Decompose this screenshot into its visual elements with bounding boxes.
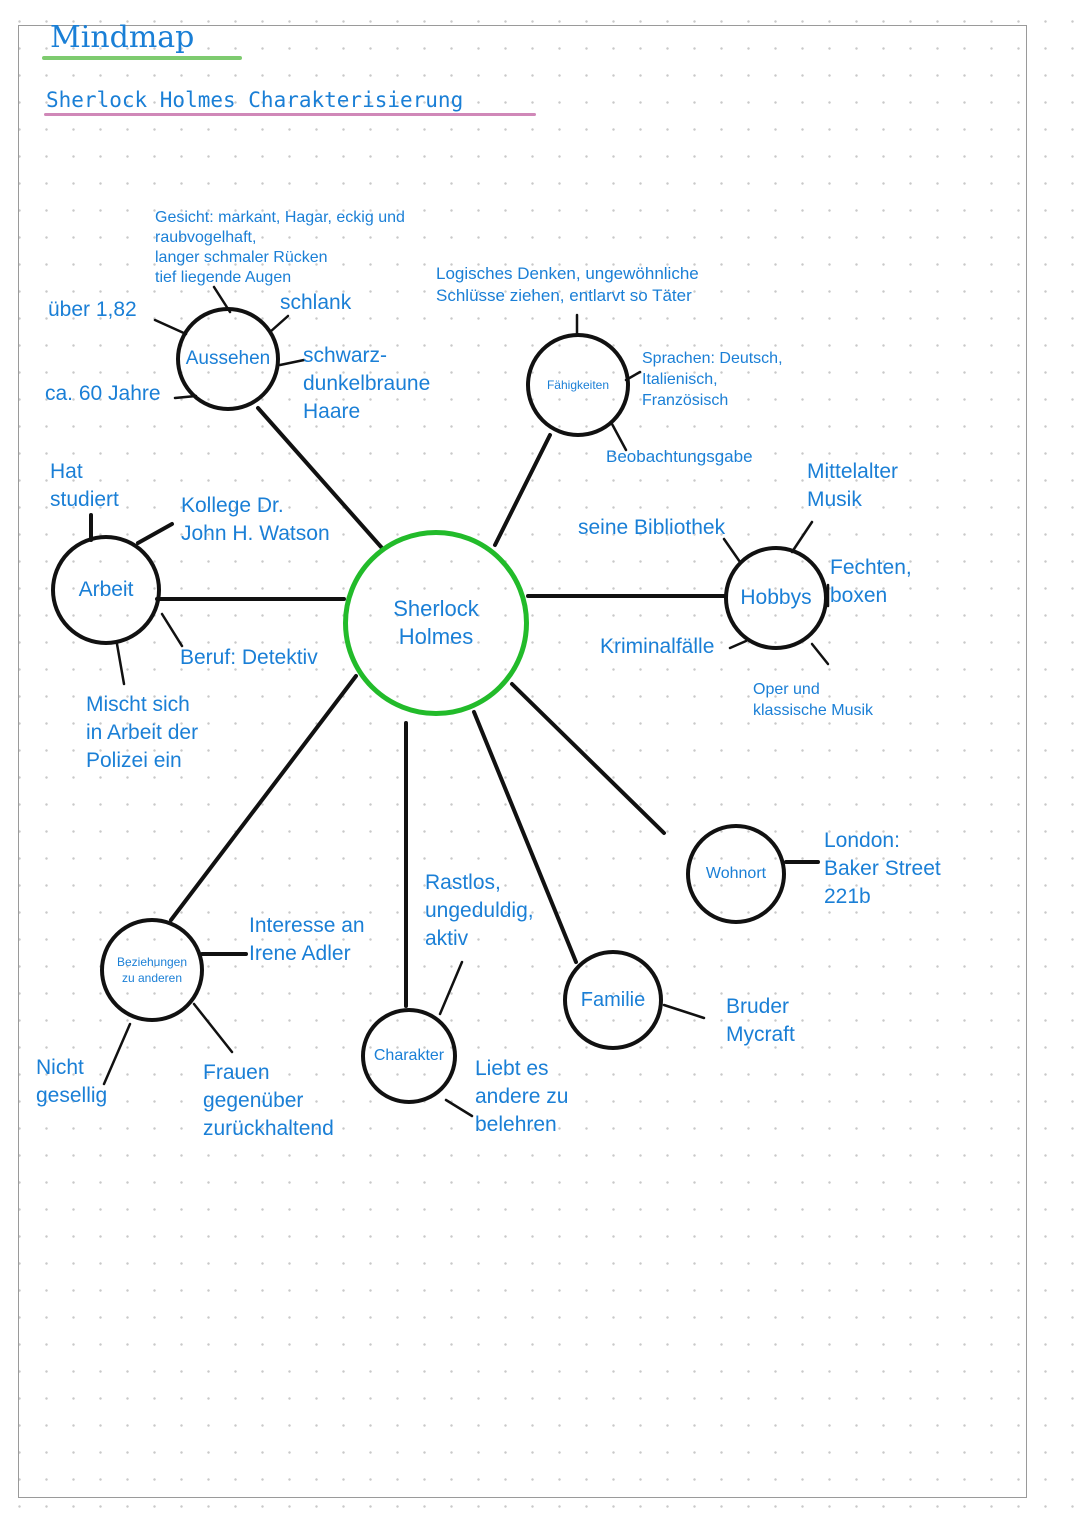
node-beziehungen-label: Beziehungen zu anderen bbox=[116, 955, 188, 985]
note-liebt: Liebt es andere zu belehren bbox=[475, 1057, 569, 1136]
node-hobbys-label: Hobbys bbox=[740, 586, 812, 609]
center-node-sherlock-holmes: Sherlock Holmes bbox=[343, 530, 529, 716]
note-bibliothek: seine Bibliothek bbox=[578, 516, 726, 539]
node-arbeit: Arbeit bbox=[51, 535, 161, 645]
note-oper: Oper und klassische Musik bbox=[753, 681, 874, 719]
note-schlank: schlank bbox=[280, 291, 352, 314]
note-mittelalter: Mittelalter Musik bbox=[807, 460, 899, 511]
node-arbeit-label: Arbeit bbox=[78, 578, 134, 601]
edge-center-beziehungen bbox=[169, 674, 358, 922]
page-subtitle: Sherlock Holmes Charakterisierung bbox=[46, 88, 464, 112]
node-beziehungen: Beziehungen zu anderen bbox=[100, 918, 204, 1022]
center-label: Sherlock Holmes bbox=[393, 596, 479, 649]
node-aussehen: Aussehen bbox=[176, 307, 280, 411]
node-faehigkeiten-label: Fähigkeiten bbox=[546, 378, 610, 392]
edge-center-wohnort bbox=[510, 682, 666, 835]
node-hobbys: Hobbys bbox=[724, 546, 828, 650]
node-wohnort-label: Wohnort bbox=[705, 865, 767, 882]
edge-center-familie bbox=[472, 710, 578, 964]
page-frame bbox=[18, 25, 1027, 1498]
node-wohnort: Wohnort bbox=[686, 824, 786, 924]
note-logisch: Logisches Denken, ungewöhnliche Schlüsse… bbox=[436, 264, 699, 305]
title-underline bbox=[42, 56, 242, 60]
edge-center-faehigkeiten bbox=[493, 433, 552, 547]
note-rastlos: Rastlos, ungeduldig, aktiv bbox=[425, 871, 534, 950]
note-kriminal: Kriminalfälle bbox=[600, 635, 715, 658]
note-kollege: Kollege Dr. John H. Watson bbox=[181, 494, 330, 545]
node-familie: Familie bbox=[563, 950, 663, 1050]
node-charakter-label: Charakter bbox=[373, 1047, 445, 1064]
note-frauen: Frauen gegenüber zurückhaltend bbox=[203, 1061, 334, 1140]
node-familie-label: Familie bbox=[580, 988, 646, 1011]
subtitle-underline bbox=[44, 113, 536, 116]
note-beruf: Beruf: Detektiv bbox=[180, 646, 318, 669]
note-mischt: Mischt sich in Arbeit der Polizei ein bbox=[86, 693, 199, 772]
note-interesse: Interesse an Irene Adler bbox=[249, 914, 365, 965]
note-alter: ca. 60 Jahre bbox=[45, 382, 161, 405]
note-sprachen: Sprachen: Deutsch, Italienisch, Französi… bbox=[642, 350, 783, 409]
edge-center-aussehen bbox=[256, 406, 384, 550]
note-haare: schwarz- dunkelbraune Haare bbox=[303, 344, 431, 423]
node-aussehen-label: Aussehen bbox=[185, 348, 271, 369]
node-charakter: Charakter bbox=[361, 1008, 457, 1104]
note-beobachtung: Beobachtungsgabe bbox=[606, 447, 753, 466]
note-gesicht: Gesicht: markant, Hagar, eckig und raubv… bbox=[155, 209, 405, 286]
note-groesse: über 1,82 bbox=[48, 298, 137, 321]
page-title: Mindmap bbox=[50, 20, 195, 55]
node-faehigkeiten: Fähigkeiten bbox=[526, 333, 630, 437]
note-studiert: Hat studiert bbox=[50, 460, 119, 511]
note-london: London: Baker Street 221b bbox=[824, 829, 941, 908]
note-fechten: Fechten, boxen bbox=[830, 556, 912, 607]
note-nicht: Nicht gesellig bbox=[36, 1056, 108, 1107]
note-bruder: Bruder Mycraft bbox=[726, 995, 795, 1046]
